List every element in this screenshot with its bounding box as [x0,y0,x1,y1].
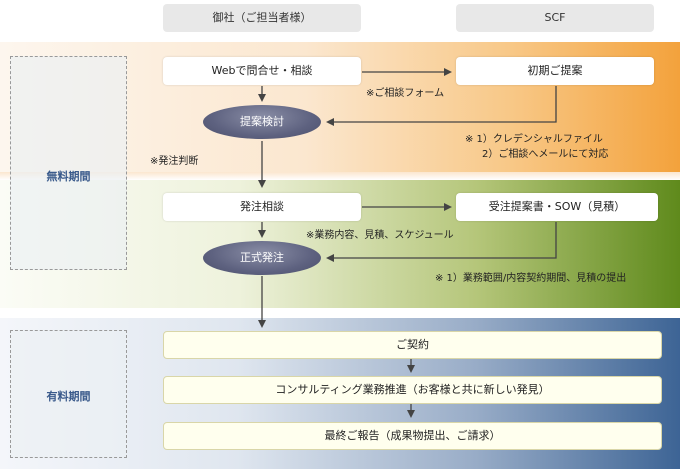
contract-box: ご契約 [163,331,662,359]
note-scope: ※業務内容、見積、スケジュール [306,230,454,241]
web-inquiry-box: Webで問合せ・相談 [163,57,361,85]
note-proposal-line-2: 2）ご相談へメールにて対応 [482,149,609,160]
formal-order-node: 正式発注 [203,241,321,275]
final-report-box: 最終ご報告（成果物提出、ご請求） [163,422,662,450]
paid-period-box [10,330,127,458]
arrow-proposal-to-review [326,86,557,126]
note-contract-scope: ※ 1）業務範囲/内容契約期間、見積の提出 [435,273,627,284]
initial-proposal-box: 初期ご提案 [456,57,654,85]
vendor-column-header: SCF [456,4,654,32]
free-period-label: 無料期間 [46,170,91,183]
note-consult-form: ※ご相談フォーム [366,88,445,99]
proposal-review-node: 提案検討 [203,105,321,139]
paid-period-label: 有料期間 [46,390,91,403]
note-proposal-line-1: ※ 1）クレデンシャルファイル [465,134,603,145]
free-period-box [10,56,127,270]
consulting-box: コンサルティング業務推進（お客様と共に新しい発見） [163,376,662,404]
client-column-header: 御社（ご担当者様） [163,4,361,32]
proposal-sow-box: 受注提案書・SOW（見積） [456,193,658,221]
arrow-sow-to-order [326,222,557,262]
order-consult-box: 発注相談 [163,193,361,221]
note-order-decision: ※発注判断 [150,156,199,167]
band-divider [0,172,680,180]
